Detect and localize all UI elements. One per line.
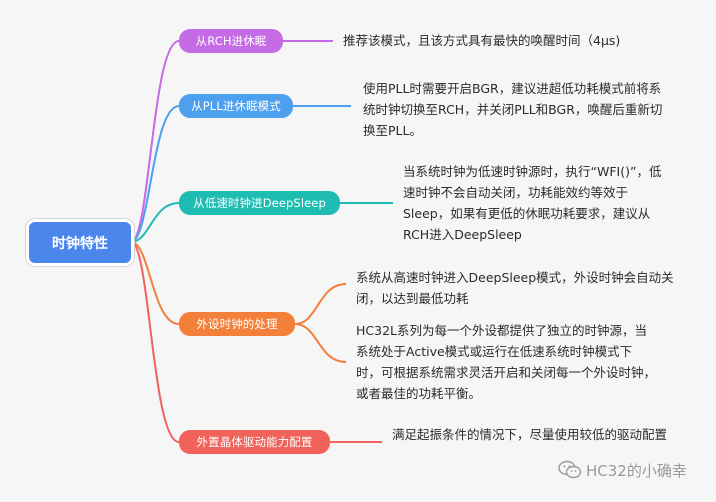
branch-rch-sleep: 从RCH进休眠 [179, 29, 283, 53]
branch-peripheral-clock: 外设时钟的处理 [179, 312, 295, 336]
branch-low-speed-deepsleep: 从低速时钟进DeepSleep [179, 191, 340, 215]
description-low-speed-deepsleep: 当系统时钟为低速时钟源时，执行“WFI()”，低速时钟不会自动关闭，功耗能效约等… [403, 164, 662, 242]
connector-root-branch-4 [130, 241, 180, 325]
description-rch-sleep: 推荐该模式，且该方式具有最快的唤醒时间（4μs) [343, 33, 621, 48]
branch-external-crystal-drive: 外置晶体驱动能力配置 [179, 430, 330, 454]
description-peripheral-clock-auto-off: 系统从高速时钟进入DeepSleep模式，外设时钟会自动关闭，以达到最低功耗 [356, 270, 674, 306]
connector-branch-4-desc-2 [294, 323, 347, 363]
root-node: 时钟特性 [29, 222, 131, 263]
wechat-icon [558, 460, 582, 479]
connector-root-branch-2 [130, 105, 180, 243]
connector-root-branch-3 [130, 202, 180, 243]
connector-root-branch-5 [130, 241, 180, 443]
description-peripheral-clock-independent: HC32L系列为每一个外设都提供了独立的时钟源，当系统处于Active模式或运行… [356, 323, 657, 401]
description-pll-sleep: 使用PLL时需要开启BGR，建议进超低功耗模式前将系统时钟切换至RCH，并关闭P… [363, 81, 663, 138]
watermark-text: HC32的小确幸 [586, 461, 687, 480]
connector-branch-4-desc-1 [294, 283, 347, 325]
watermark: HC32的小确幸 [558, 458, 687, 482]
branch-pll-sleep: 从PLL进休眠模式 [179, 94, 293, 118]
description-crystal-drive: 满足起振条件的情况下，尽量使用较低的驱动配置 [392, 427, 668, 442]
connector-root-branch-1 [130, 40, 180, 243]
